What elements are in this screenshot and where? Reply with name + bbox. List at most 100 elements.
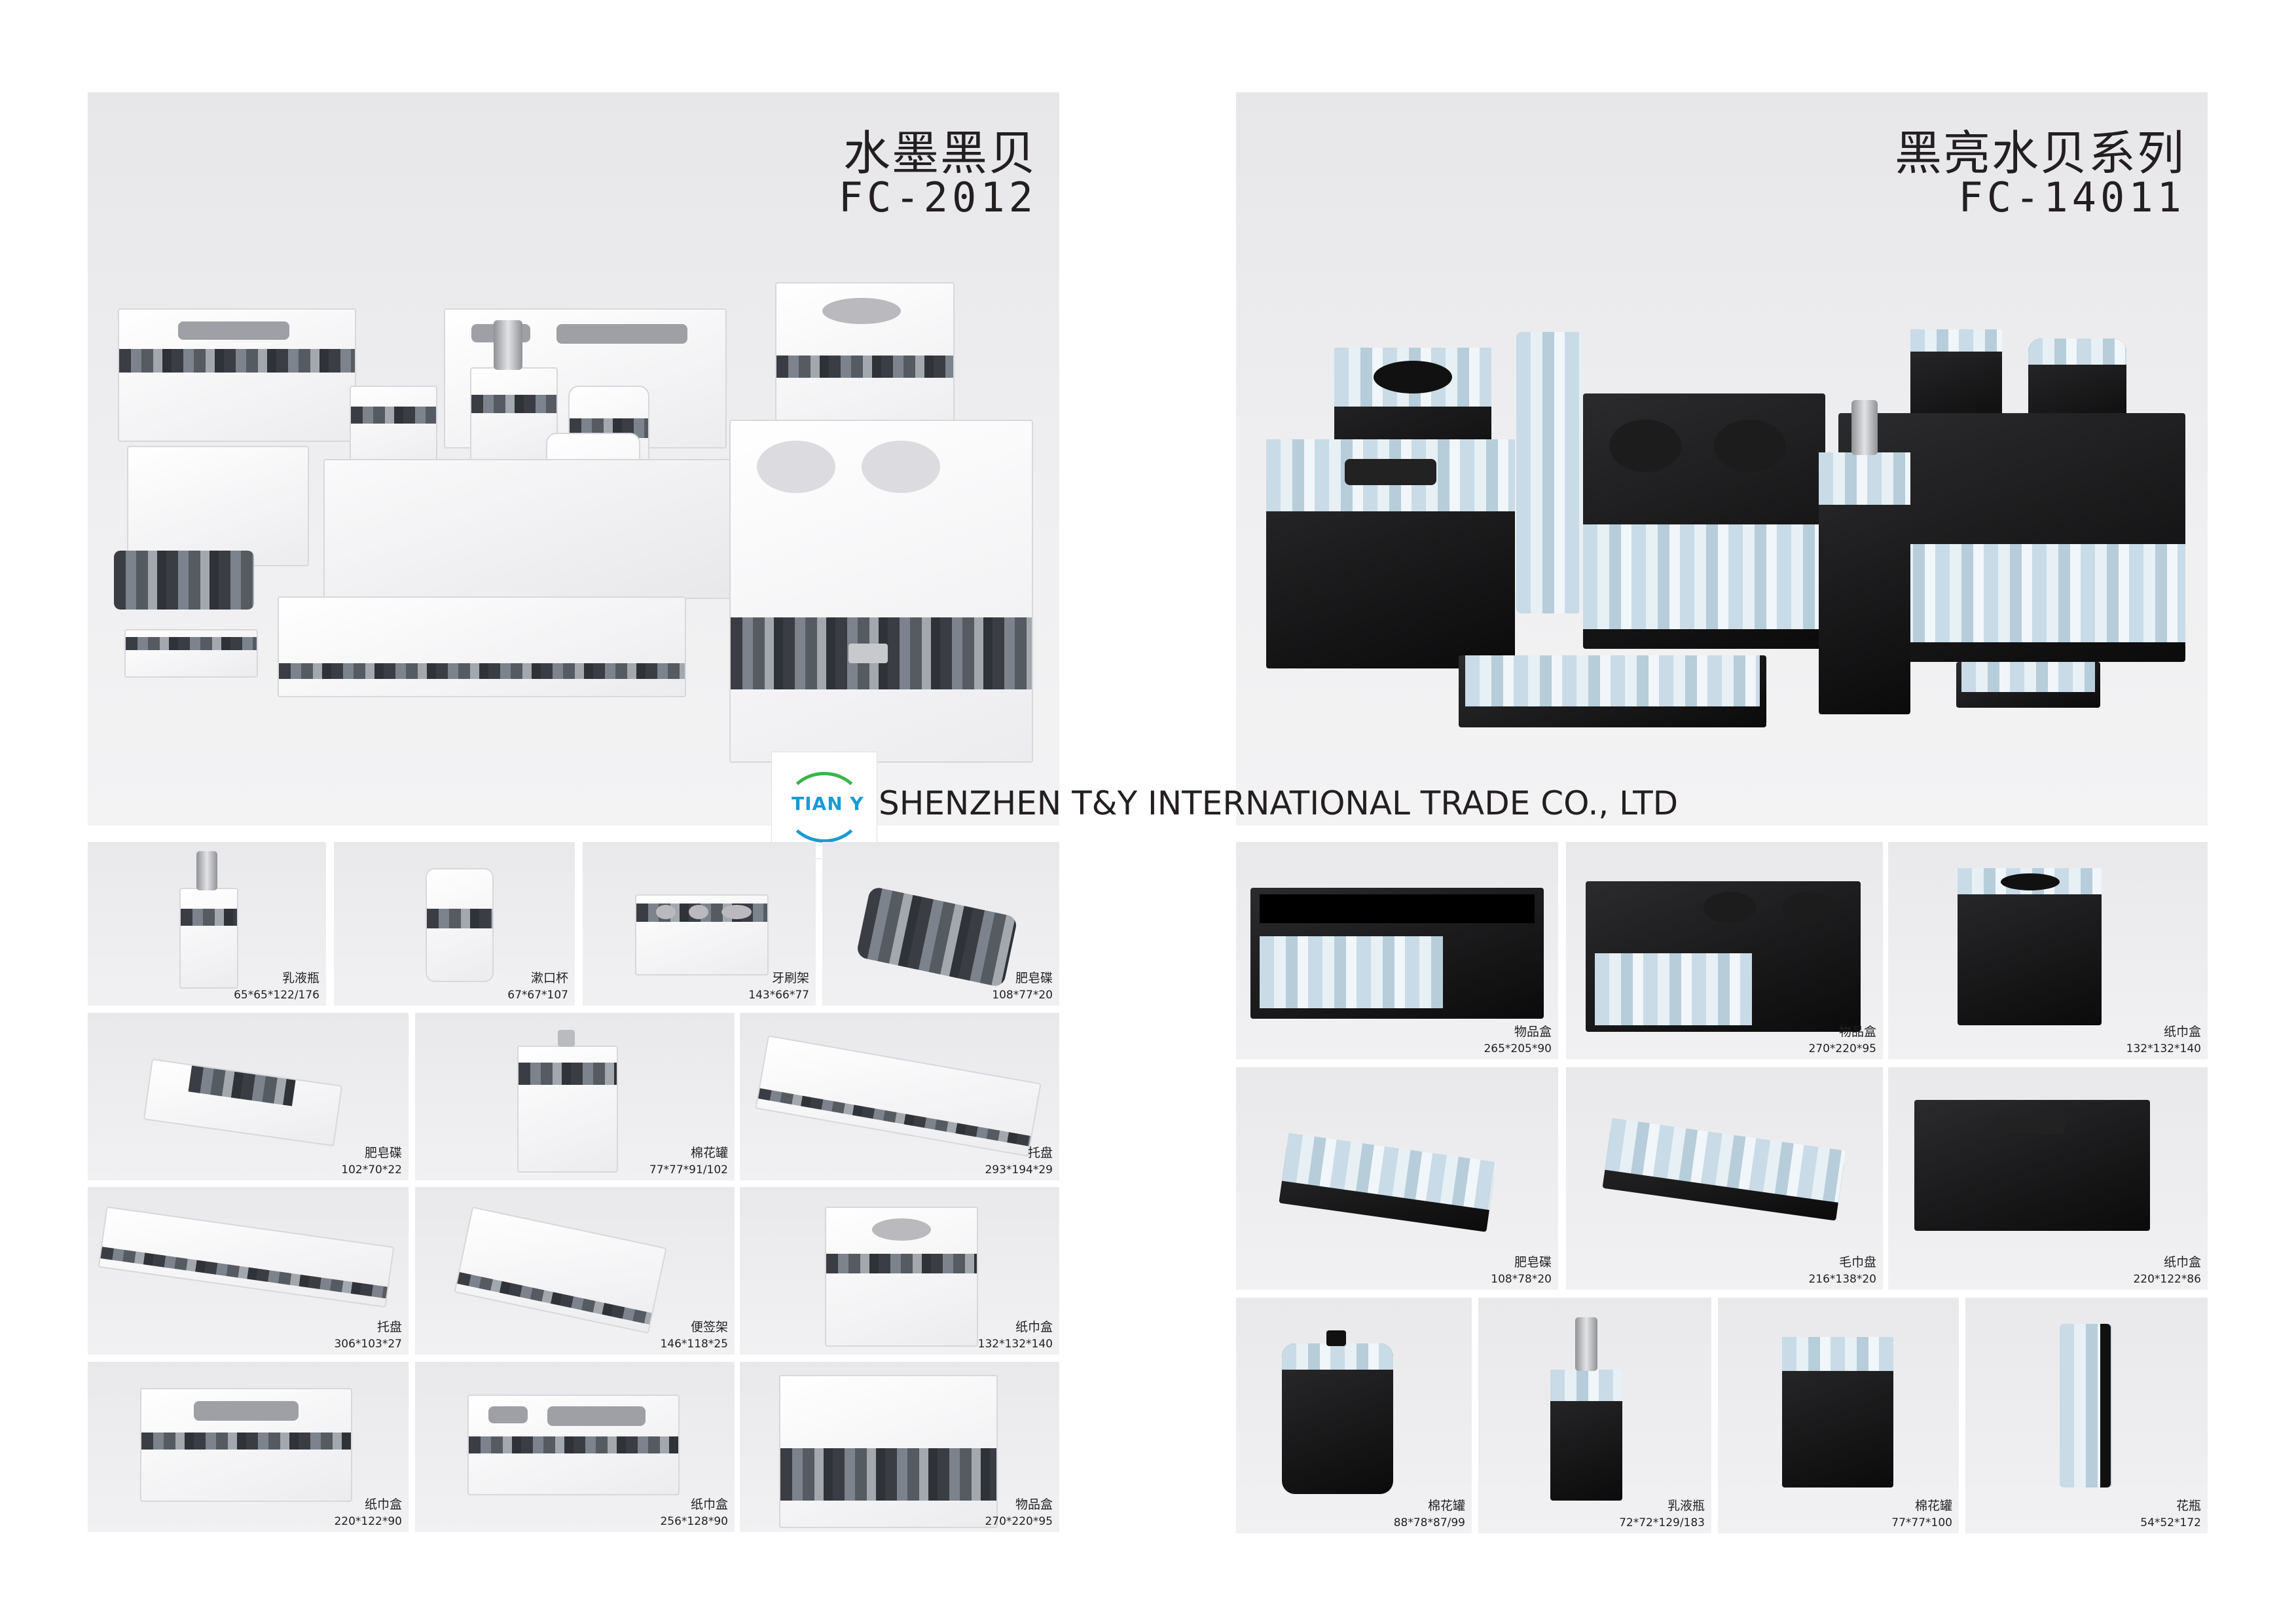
- product-size: 220*122*86: [2133, 1273, 2201, 1286]
- product-size: 67*67*107: [507, 989, 568, 1002]
- product-size: 265*205*90: [1484, 1042, 1552, 1055]
- pump-head-icon: [196, 851, 217, 890]
- product-tile: 纸巾盒 132*132*140: [1888, 842, 2208, 1059]
- product-tile: 物品盒 270*220*95: [1566, 842, 1883, 1059]
- product-size: 270*220*95: [1808, 1042, 1876, 1055]
- product-size: 65*65*122/176: [234, 989, 319, 1002]
- product-name: 棉花罐: [1427, 1499, 1465, 1513]
- product-tile: 毛巾盘 216*138*20: [1566, 1067, 1883, 1290]
- product-tile: 棉花罐 88*78*87/99: [1236, 1298, 1472, 1533]
- right-series-hero-photo: 黑亮水贝系列 FC-14011: [1236, 92, 2208, 826]
- product-size: 132*132*140: [977, 1338, 1053, 1351]
- product-tile: 纸巾盒 256*128*90: [415, 1362, 735, 1532]
- product-cotton-jar: [350, 386, 437, 467]
- product-name: 乳液瓶: [282, 971, 319, 985]
- product-tile: 纸巾盒 132*132*140: [740, 1187, 1059, 1355]
- product-note-holder: [127, 446, 309, 566]
- product-storage-box: [729, 420, 1033, 763]
- product-name: 便签架: [690, 1320, 728, 1334]
- product-name: 肥皂碟: [1514, 1255, 1552, 1269]
- product-name: 牙刷架: [771, 971, 809, 985]
- product-soap-dish-shell: [114, 551, 254, 610]
- product-tissue-box-long: [1266, 439, 1515, 668]
- product-size: 270*220*95: [985, 1515, 1053, 1528]
- product-tissue-box-long: [118, 308, 356, 442]
- product-towel-tray: [1459, 655, 1766, 727]
- product-tile: 物品盒 270*220*95: [740, 1362, 1059, 1532]
- product-name: 乳液瓶: [1667, 1499, 1705, 1513]
- product-name: 肥皂碟: [1015, 971, 1053, 985]
- product-name: 托盘: [1027, 1146, 1053, 1160]
- product-tray-long: [278, 596, 686, 697]
- product-size: 306*103*27: [334, 1338, 402, 1351]
- product-tile: 乳液瓶 72*72*129/183: [1478, 1298, 1711, 1533]
- product-name: 纸巾盒: [364, 1497, 402, 1512]
- right-series-code: FC-14011: [1958, 173, 2185, 221]
- product-tile: 肥皂碟 108*77*20: [822, 842, 1059, 1006]
- product-tile: 漱口杯 67*67*107: [334, 842, 575, 1006]
- product-vase: [1516, 332, 1582, 613]
- pump-head-icon: [494, 320, 522, 370]
- left-series-code: FC-2012: [838, 173, 1037, 221]
- pump-head-icon: [1575, 1317, 1597, 1371]
- product-name: 物品盒: [1838, 1025, 1876, 1039]
- product-tile: 托盘 293*194*29: [740, 1013, 1059, 1180]
- product-name: 纸巾盒: [2163, 1025, 2201, 1039]
- product-name: 漱口杯: [530, 971, 568, 985]
- product-tile: 纸巾盒 220*122*90: [88, 1362, 409, 1532]
- product-tile: 牙刷架 143*66*77: [583, 842, 816, 1006]
- pump-head-icon: [1851, 400, 1878, 455]
- product-size: 220*122*90: [334, 1515, 402, 1528]
- knob-icon: [558, 1030, 575, 1047]
- product-name: 物品盒: [1514, 1025, 1552, 1039]
- product-tile: 花瓶 54*52*172: [1965, 1298, 2208, 1533]
- product-tile: 肥皂碟 108*78*20: [1236, 1067, 1558, 1290]
- product-size: 256*128*90: [660, 1515, 728, 1528]
- product-name: 纸巾盒: [690, 1497, 728, 1512]
- product-storage-box-slots: [1583, 393, 1825, 649]
- product-tile: 便签架 146*118*25: [415, 1187, 735, 1355]
- product-tile: 棉花罐 77*77*100: [1718, 1298, 1959, 1533]
- product-tile: 物品盒 265*205*90: [1236, 842, 1558, 1059]
- product-name: 纸巾盒: [1015, 1320, 1053, 1334]
- product-soap-dish: [1956, 662, 2100, 708]
- product-size: 77*77*91/102: [649, 1163, 728, 1177]
- left-series-title: 水墨黑贝: [843, 126, 1037, 181]
- product-lotion-bottle: [1819, 452, 1910, 714]
- logo-swoosh-icon: [785, 772, 864, 843]
- company-logo: TIAN Y: [771, 752, 877, 859]
- product-size: 146*118*25: [660, 1338, 728, 1351]
- product-name: 花瓶: [2176, 1499, 2201, 1513]
- product-size: 54*52*172: [2140, 1516, 2201, 1529]
- product-size: 108*77*20: [992, 989, 1053, 1002]
- product-name: 纸巾盒: [2163, 1255, 2201, 1269]
- knob-icon: [1326, 1330, 1346, 1346]
- left-series-hero-photo: 水墨黑贝 FC-2012: [88, 92, 1059, 826]
- product-name: 肥皂碟: [364, 1146, 402, 1160]
- product-size: 102*70*22: [341, 1163, 402, 1177]
- product-name: 物品盒: [1015, 1497, 1053, 1512]
- product-tile: 肥皂碟 102*70*22: [88, 1013, 409, 1180]
- product-name: 棉花罐: [1914, 1499, 1952, 1513]
- product-name: 毛巾盘: [1838, 1255, 1876, 1269]
- product-tile: 乳液瓶 65*65*122/176: [88, 842, 326, 1006]
- product-size: 143*66*77: [748, 989, 809, 1002]
- product-size: 132*132*140: [2126, 1042, 2201, 1055]
- product-lotion-bottle: [470, 367, 558, 468]
- company-name: SHENZHEN T&Y INTERNATIONAL TRADE CO., LT…: [879, 784, 1679, 822]
- product-tray-large: [323, 459, 771, 599]
- product-tile: 纸巾盒 220*122*86: [1888, 1067, 2208, 1290]
- product-size: 293*194*29: [985, 1163, 1053, 1177]
- product-size: 72*72*129/183: [1619, 1516, 1705, 1529]
- product-soap-dish-small: [124, 629, 258, 678]
- product-tile: 棉花罐 77*77*91/102: [415, 1013, 735, 1180]
- product-size: 216*138*20: [1808, 1273, 1876, 1286]
- product-size: 108*78*20: [1491, 1273, 1552, 1286]
- product-tile: 托盘 306*103*27: [88, 1187, 409, 1355]
- product-name: 棉花罐: [690, 1146, 728, 1160]
- product-size: 88*78*87/99: [1393, 1516, 1465, 1529]
- product-size: 77*77*100: [1891, 1516, 1952, 1529]
- right-series-title: 黑亮水贝系列: [1894, 126, 2185, 181]
- logo-text: TIAN Y: [792, 793, 864, 814]
